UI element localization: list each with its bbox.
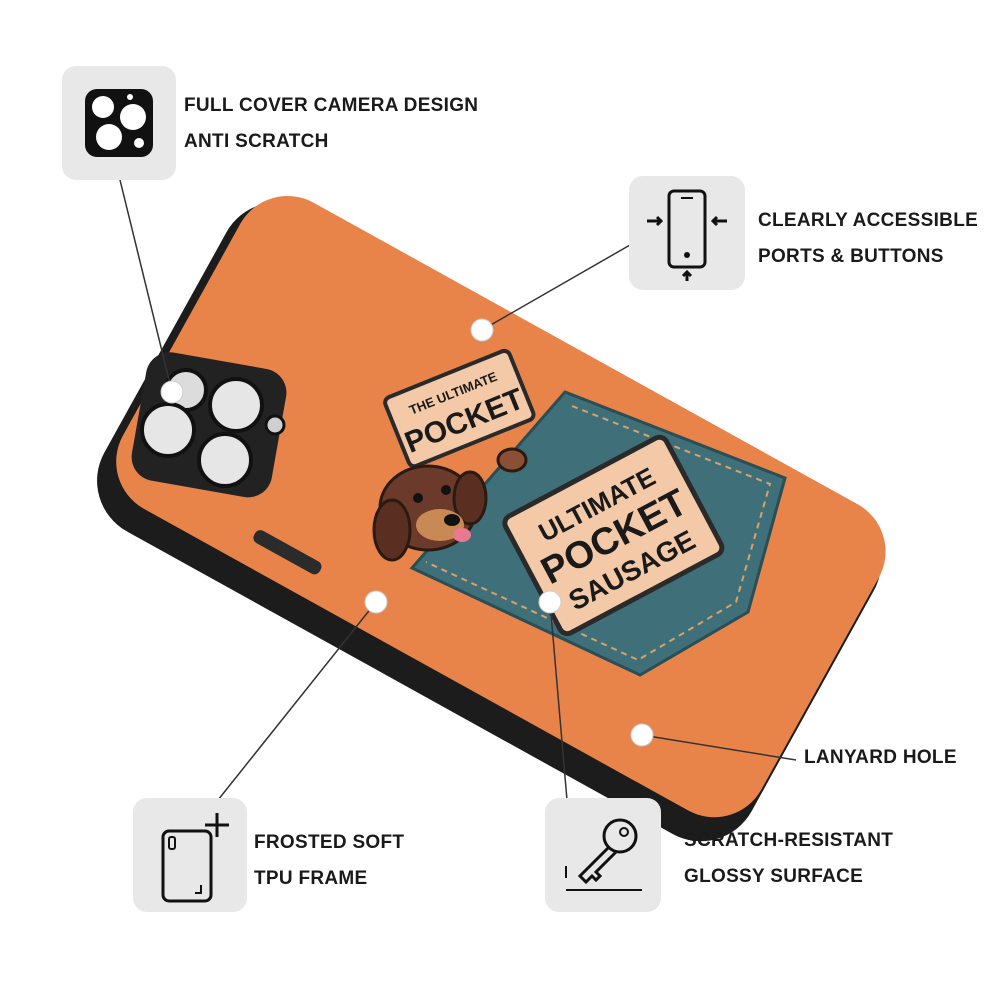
dachshund-icon: [372, 447, 528, 562]
surface-feature-icon-box: [545, 798, 661, 912]
camera-feature-line2: ANTI SCRATCH: [184, 131, 329, 152]
callout-dot-ports: [470, 318, 494, 342]
callout-dot-lanyard: [630, 723, 654, 747]
camera-feature-line1: FULL COVER CAMERA DESIGN: [184, 95, 479, 116]
surface-feature-line1: SCRATCH-RESISTANT: [684, 830, 894, 851]
camera-feature-label: FULL COVER CAMERA DESIGN ANTI SCRATCH: [184, 88, 478, 160]
frame-feature-label: FROSTED SOFT TPU FRAME: [254, 825, 404, 897]
phone-ports-icon: [647, 189, 727, 281]
frame-feature-line1: FROSTED SOFT: [254, 832, 405, 853]
key-scratch-icon: [565, 818, 642, 891]
surface-feature-label: SCRATCH-RESISTANT GLOSSY SURFACE: [684, 823, 893, 895]
side-button: [253, 530, 322, 575]
camera-lens-icon: [85, 89, 153, 157]
surface-feature-line2: GLOSSY SURFACE: [684, 866, 864, 887]
camera-module: [131, 352, 287, 498]
camera-feature-icon-box: [62, 66, 176, 180]
callout-lines: [119, 179, 797, 801]
ports-feature-line2: PORTS & BUTTONS: [758, 246, 944, 267]
callout-dot-frame: [364, 590, 388, 614]
callout-dot-surface: [538, 590, 562, 614]
ports-feature-line1: CLEARLY ACCESSIBLE: [758, 210, 979, 231]
ports-feature-label: CLEARLY ACCESSIBLE PORTS & BUTTONS: [758, 203, 978, 275]
ports-feature-icon-box: [629, 176, 745, 290]
frame-feature-icon-box: [133, 798, 247, 912]
lanyard-feature-label: LANYARD HOLE: [804, 740, 957, 776]
lanyard-feature-line1: LANYARD HOLE: [804, 747, 957, 768]
frame-feature-line2: TPU FRAME: [254, 868, 368, 889]
phone-frame-plus-icon: [161, 813, 229, 903]
callout-dots: [160, 318, 654, 747]
sign-top: THE ULTIMATE POCKET: [383, 348, 536, 469]
callout-dot-camera: [160, 380, 184, 404]
